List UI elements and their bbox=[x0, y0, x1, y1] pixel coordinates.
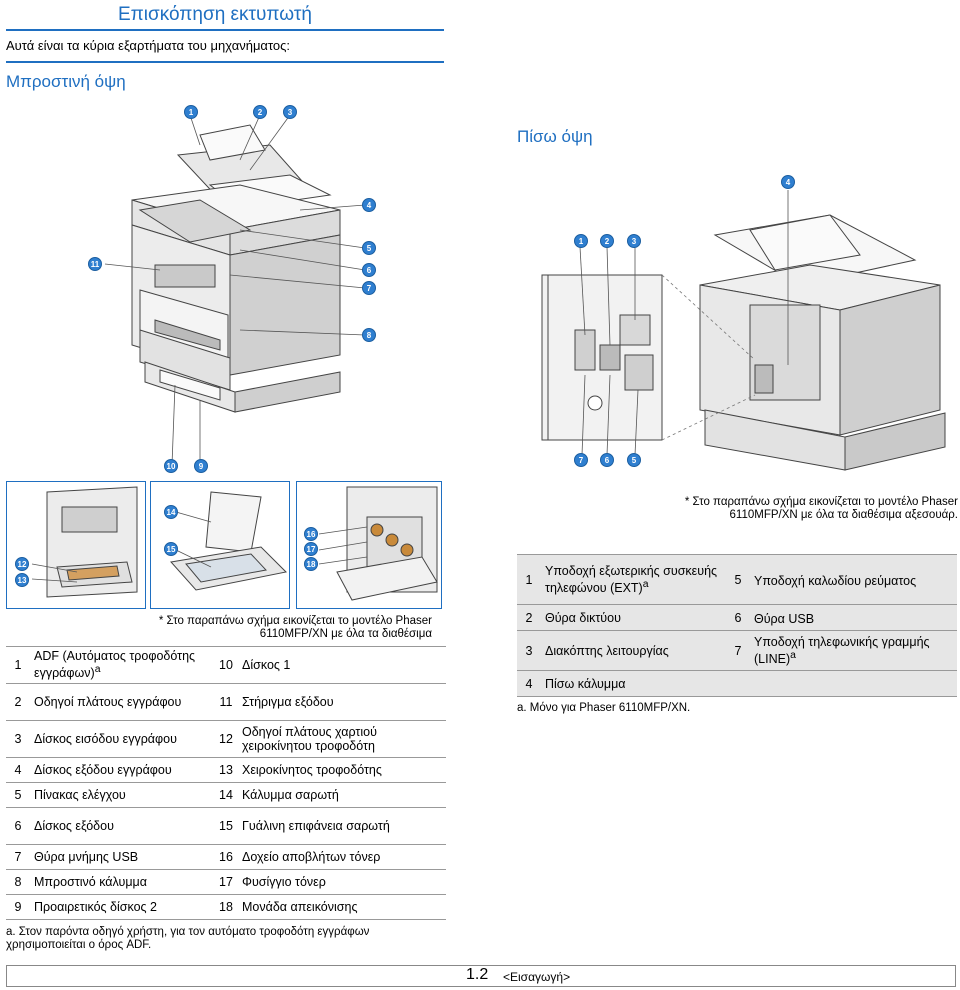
front-parts-table: 1 ADF (Αυτόματος τροφοδότης εγγράφων)a 1… bbox=[6, 646, 446, 920]
table-row: 4 Δίσκος εξόδου εγγράφου 13 Χειροκίνητος… bbox=[6, 757, 446, 783]
back-callout-7: 7 bbox=[574, 453, 588, 467]
front-callout-3: 3 bbox=[283, 105, 297, 119]
page-title: Επισκόπηση εκτυπωτή bbox=[118, 4, 312, 25]
front-callout-1: 1 bbox=[184, 105, 198, 119]
table-row: 4 Πίσω κάλυμμα bbox=[517, 670, 957, 697]
detail-figure-scanner bbox=[150, 481, 290, 609]
table-row: 6 Δίσκος εξόδου 15 Γυάλινη επιφάνεια σαρ… bbox=[6, 807, 446, 845]
front-callout-4: 4 bbox=[362, 198, 376, 212]
front-view-heading: Μπροστινή όψη bbox=[6, 72, 126, 91]
table-row: 1 Υποδοχή εξωτερικής συσκευής τηλεφώνου … bbox=[517, 554, 957, 605]
back-callout-2: 2 bbox=[600, 234, 614, 248]
front-callout-9: 9 bbox=[194, 459, 208, 473]
front-callout-18: 18 bbox=[304, 557, 318, 571]
back-callout-4: 4 bbox=[781, 175, 795, 189]
front-rule bbox=[6, 61, 444, 63]
front-callout-2: 2 bbox=[253, 105, 267, 119]
title-rule bbox=[6, 29, 444, 31]
back-view-heading: Πίσω όψη bbox=[517, 127, 593, 146]
back-callout-1: 1 bbox=[574, 234, 588, 248]
chapter-name: <Εισαγωγή> bbox=[503, 970, 571, 984]
table-row: 3 Διακόπτης λειτουργίας 7 Υποδοχή τηλεφω… bbox=[517, 630, 957, 671]
table-row: 8 Μπροστινό κάλυμμα 17 Φυσίγγιο τόνερ bbox=[6, 869, 446, 895]
footer-bar bbox=[6, 965, 956, 987]
back-printer-illustration bbox=[541, 190, 946, 471]
table-row: 2 Θύρα δικτύου 6 Θύρα USB bbox=[517, 604, 957, 631]
front-callout-8: 8 bbox=[362, 328, 376, 342]
back-parts-table: 1 Υποδοχή εξωτερικής συσκευής τηλεφώνου … bbox=[517, 554, 957, 697]
back-callout-3: 3 bbox=[627, 234, 641, 248]
page-number: 1.2 bbox=[466, 966, 489, 983]
front-callout-11: 11 bbox=[88, 257, 102, 271]
back-callout-6: 6 bbox=[600, 453, 614, 467]
front-callout-15: 15 bbox=[164, 542, 178, 556]
front-callout-6: 6 bbox=[362, 263, 376, 277]
intro-text: Αυτά είναι τα κύρια εξαρτήματα του μηχαν… bbox=[6, 38, 291, 53]
front-callout-12: 12 bbox=[15, 557, 29, 571]
table-row: 9 Προαιρετικός δίσκος 2 18 Μονάδα απεικό… bbox=[6, 894, 446, 920]
back-table-footnote: a. Μόνο για Phaser 6110MFP/XN. bbox=[517, 702, 691, 714]
front-callout-5: 5 bbox=[362, 241, 376, 255]
table-row: 2 Οδηγοί πλάτους εγγράφου 11 Στήριγμα εξ… bbox=[6, 683, 446, 721]
back-view-note: * Στο παραπάνω σχήμα εικονίζεται το μοντ… bbox=[684, 496, 958, 521]
front-callout-13: 13 bbox=[15, 573, 29, 587]
front-callout-10: 10 bbox=[164, 459, 178, 473]
front-callout-16: 16 bbox=[304, 527, 318, 541]
front-callout-17: 17 bbox=[304, 542, 318, 556]
detail-figure-manual-feeder bbox=[6, 481, 146, 609]
detail-figure-toner bbox=[296, 481, 442, 609]
table-row: 5 Πίνακας ελέγχου 14 Κάλυμμα σαρωτή bbox=[6, 782, 446, 808]
front-callout-14: 14 bbox=[164, 505, 178, 519]
front-printer-illustration bbox=[104, 114, 366, 460]
table-row: 7 Θύρα μνήμης USB 16 Δοχείο αποβλήτων τό… bbox=[6, 844, 446, 870]
front-table-footnote: a. Στον παρόντα οδηγό χρήστη, για τον αυ… bbox=[6, 926, 370, 951]
table-row: 1 ADF (Αυτόματος τροφοδότης εγγράφων)a 1… bbox=[6, 646, 446, 684]
front-callout-7: 7 bbox=[362, 281, 376, 295]
back-callout-5: 5 bbox=[627, 453, 641, 467]
front-view-note: * Στο παραπάνω σχήμα εικονίζεται το μοντ… bbox=[158, 615, 432, 640]
table-row: 3 Δίσκος εισόδου εγγράφου 12 Οδηγοί πλάτ… bbox=[6, 720, 446, 758]
